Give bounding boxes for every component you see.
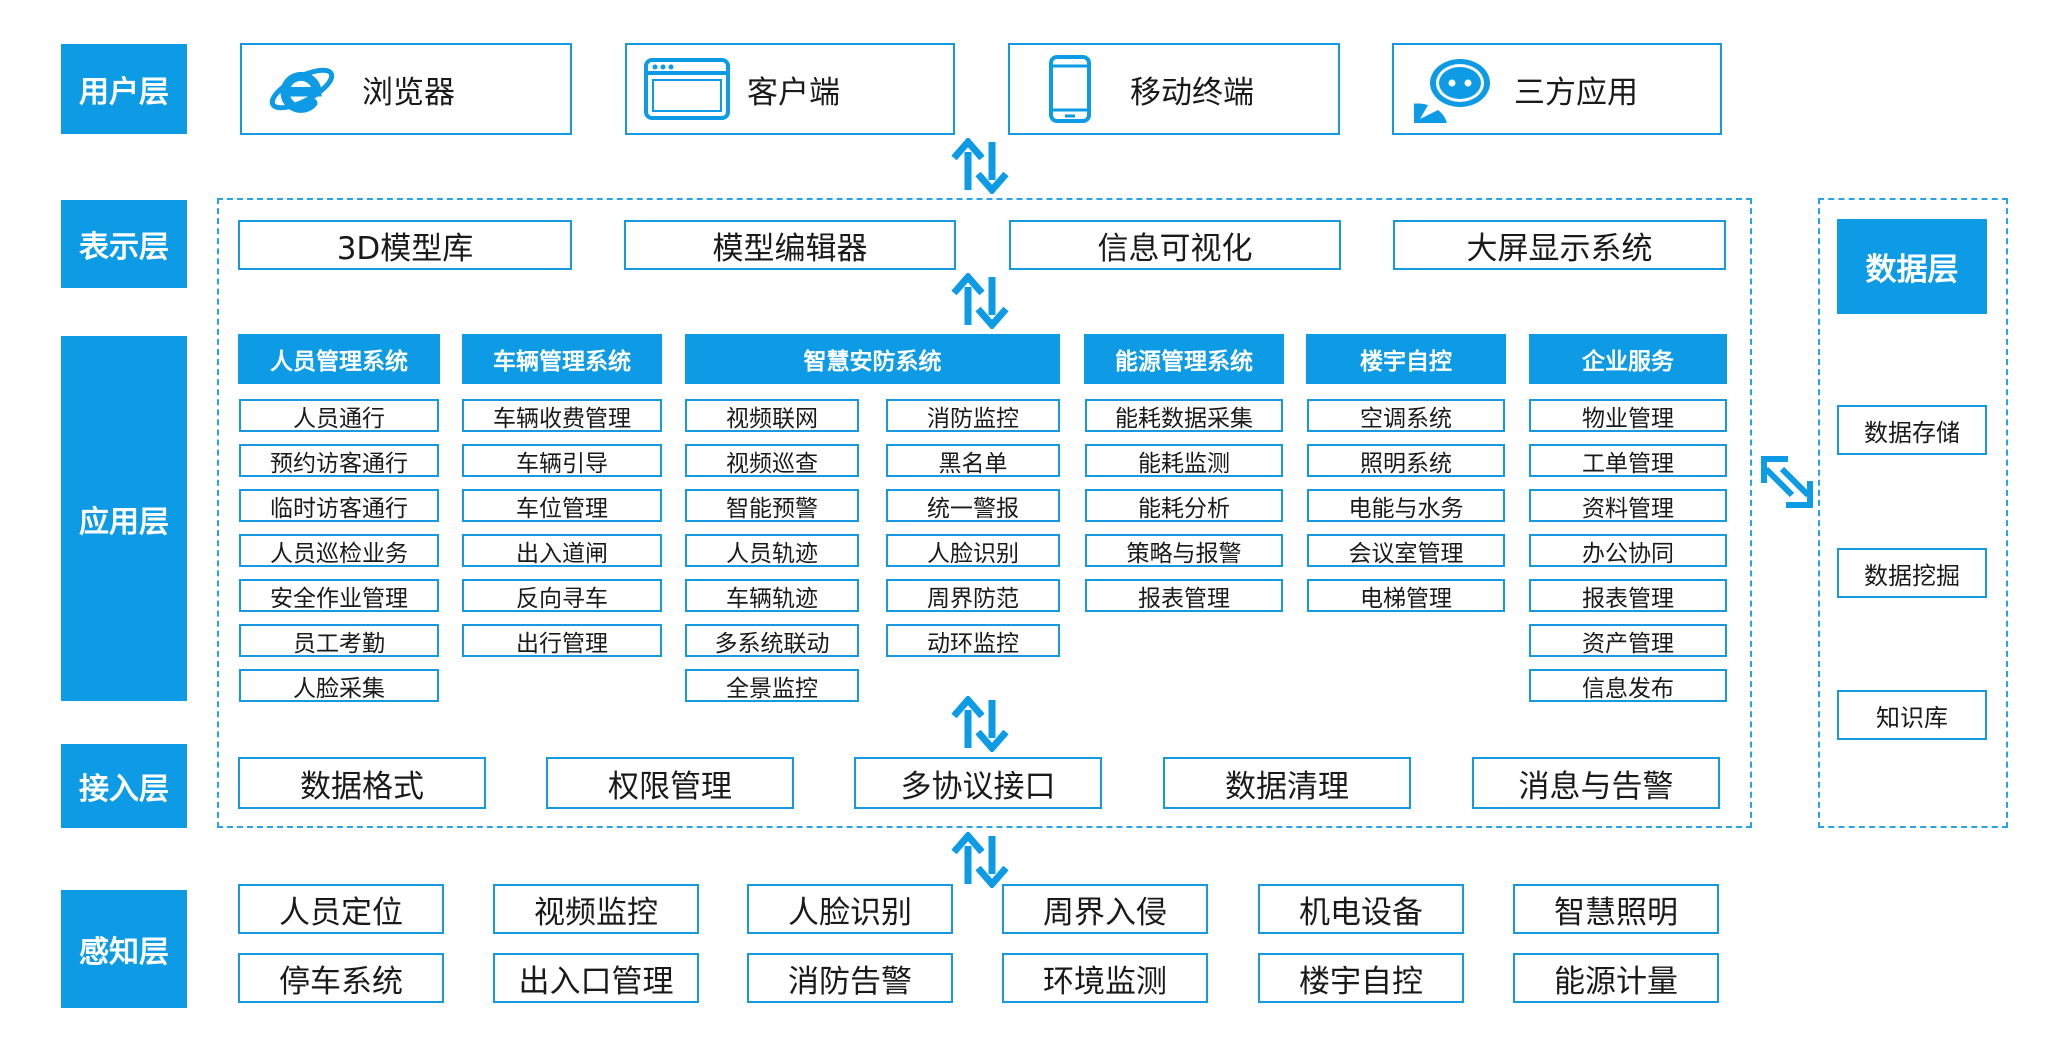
app-item: 照明系统 xyxy=(1307,444,1505,477)
perception-item: 人员定位 xyxy=(238,884,444,934)
app-item: 策略与报警 xyxy=(1085,534,1283,567)
perception-item: 停车系统 xyxy=(238,953,444,1003)
app-header-energy: 能源管理系统 xyxy=(1084,334,1284,384)
app-item: 能耗分析 xyxy=(1085,489,1283,522)
app-item: 报表管理 xyxy=(1085,579,1283,612)
app-item: 车辆引导 xyxy=(462,444,662,477)
app-item: 多系统联动 xyxy=(685,624,859,657)
perception-item: 消防告警 xyxy=(747,953,953,1003)
perception-item: 智慧照明 xyxy=(1513,884,1719,934)
data-item: 知识库 xyxy=(1837,690,1987,740)
app-item: 办公协同 xyxy=(1529,534,1727,567)
app-item: 能耗数据采集 xyxy=(1085,399,1283,432)
presentation-item: 3D模型库 xyxy=(238,220,572,270)
perception-item: 机电设备 xyxy=(1258,884,1464,934)
user-item-label: 浏览器 xyxy=(362,74,455,111)
access-item: 数据格式 xyxy=(238,757,486,809)
app-item: 出入道闸 xyxy=(462,534,662,567)
app-header-security: 智慧安防系统 xyxy=(685,334,1060,384)
presentation-item: 信息可视化 xyxy=(1009,220,1341,270)
app-item: 员工考勤 xyxy=(239,624,439,657)
access-item: 数据清理 xyxy=(1163,757,1411,809)
layer-label-user: 用户层 xyxy=(61,44,187,134)
app-item: 消防监控 xyxy=(886,399,1060,432)
perception-item: 能源计量 xyxy=(1513,953,1719,1003)
app-item: 周界防范 xyxy=(886,579,1060,612)
app-item: 统一警报 xyxy=(886,489,1060,522)
app-item: 报表管理 xyxy=(1529,579,1727,612)
app-item: 会议室管理 xyxy=(1307,534,1505,567)
app-item: 视频联网 xyxy=(685,399,859,432)
app-item: 信息发布 xyxy=(1529,669,1727,702)
access-item: 权限管理 xyxy=(546,757,794,809)
user-item-label: 客户端 xyxy=(747,74,840,111)
perception-item: 周界入侵 xyxy=(1002,884,1208,934)
app-item: 车位管理 xyxy=(462,489,662,522)
app-item: 能耗监测 xyxy=(1085,444,1283,477)
presentation-item: 大屏显示系统 xyxy=(1393,220,1726,270)
app-item: 智能预警 xyxy=(685,489,859,522)
app-item: 出行管理 xyxy=(462,624,662,657)
app-item: 全景监控 xyxy=(685,669,859,702)
perception-item: 楼宇自控 xyxy=(1258,953,1464,1003)
layer-label-perception: 感知层 xyxy=(61,890,187,1008)
app-item: 临时访客通行 xyxy=(239,489,439,522)
app-item: 视频巡查 xyxy=(685,444,859,477)
data-layer-container xyxy=(1818,198,2008,828)
access-item: 消息与告警 xyxy=(1472,757,1720,809)
access-item: 多协议接口 xyxy=(854,757,1102,809)
data-item: 数据存储 xyxy=(1837,405,1987,455)
layer-label-access: 接入层 xyxy=(61,744,187,828)
app-item: 人员通行 xyxy=(239,399,439,432)
user-item-label: 移动终端 xyxy=(1130,74,1254,111)
core-layers-container xyxy=(217,198,1752,828)
user-item-client: 客户端 xyxy=(625,43,955,135)
client-window-icon xyxy=(627,57,747,121)
diagonal-bidirectional-arrow-icon xyxy=(1758,453,1816,511)
app-header-vehicle: 车辆管理系统 xyxy=(462,334,662,384)
layer-label-presentation: 表示层 xyxy=(61,200,187,288)
app-item: 人员巡检业务 xyxy=(239,534,439,567)
app-item: 资料管理 xyxy=(1529,489,1727,522)
perception-item: 出入口管理 xyxy=(493,953,699,1003)
app-item: 人脸识别 xyxy=(886,534,1060,567)
app-item: 物业管理 xyxy=(1529,399,1727,432)
app-item: 黑名单 xyxy=(886,444,1060,477)
app-header-building: 楼宇自控 xyxy=(1306,334,1506,384)
bidirectional-arrow-icon xyxy=(948,138,1012,194)
app-item: 反向寻车 xyxy=(462,579,662,612)
presentation-item: 模型编辑器 xyxy=(624,220,956,270)
bidirectional-arrow-icon xyxy=(948,273,1012,329)
chat-bubble-icon xyxy=(1394,55,1514,123)
user-item-mobile: 移动终端 xyxy=(1008,43,1340,135)
app-item: 人员轨迹 xyxy=(685,534,859,567)
app-item: 车辆收费管理 xyxy=(462,399,662,432)
app-item: 安全作业管理 xyxy=(239,579,439,612)
data-item: 数据挖掘 xyxy=(1837,548,1987,598)
layer-label-application: 应用层 xyxy=(61,336,187,701)
app-item: 车辆轨迹 xyxy=(685,579,859,612)
perception-item: 视频监控 xyxy=(493,884,699,934)
app-item: 电梯管理 xyxy=(1307,579,1505,612)
app-item: 资产管理 xyxy=(1529,624,1727,657)
bidirectional-arrow-icon xyxy=(948,696,1012,752)
app-item: 预约访客通行 xyxy=(239,444,439,477)
mobile-phone-icon xyxy=(1010,54,1130,124)
user-item-browser: 浏览器 xyxy=(240,43,572,135)
user-item-label: 三方应用 xyxy=(1514,74,1638,111)
app-item: 动环监控 xyxy=(886,624,1060,657)
app-item: 空调系统 xyxy=(1307,399,1505,432)
app-header-enterprise: 企业服务 xyxy=(1529,334,1727,384)
ie-browser-icon xyxy=(242,54,362,124)
app-header-personnel: 人员管理系统 xyxy=(238,334,440,384)
layer-label-data: 数据层 xyxy=(1837,219,1987,314)
bidirectional-arrow-icon xyxy=(948,832,1012,888)
perception-item: 环境监测 xyxy=(1002,953,1208,1003)
user-item-third-party: 三方应用 xyxy=(1392,43,1722,135)
app-item: 电能与水务 xyxy=(1307,489,1505,522)
perception-item: 人脸识别 xyxy=(747,884,953,934)
app-item: 人脸采集 xyxy=(239,669,439,702)
app-item: 工单管理 xyxy=(1529,444,1727,477)
